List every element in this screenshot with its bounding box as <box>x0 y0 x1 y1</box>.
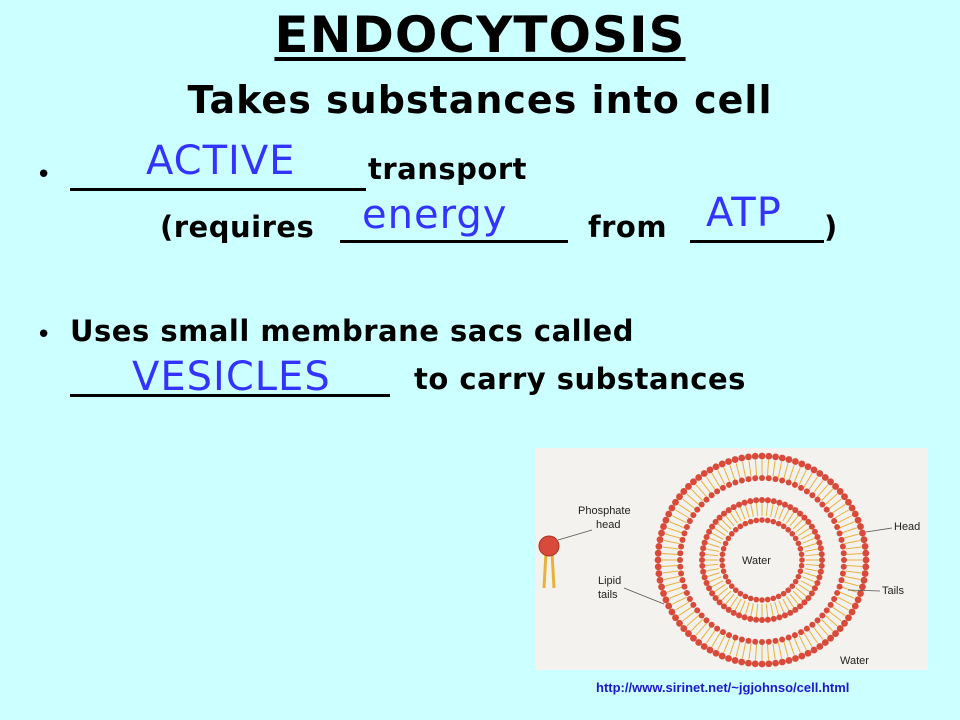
vesicle-svg: Phosphate head Lipid tails Water Water H… <box>538 452 920 668</box>
lipid-bilayer-ring <box>654 452 870 668</box>
label-tails-right: Tails <box>847 585 905 597</box>
answer-atp: ATP <box>706 190 782 236</box>
svg-text:Head: Head <box>894 521 920 533</box>
label-lipid: Lipid <box>598 575 621 587</box>
answer-active: ACTIVE <box>146 138 296 184</box>
vesicle-diagram: Phosphate head Lipid tails Water Water H… <box>536 448 928 670</box>
label-phosphate: Phosphate <box>578 505 631 517</box>
slide-subtitle: Takes substances into cell <box>187 78 773 122</box>
blank-atp <box>690 240 824 243</box>
carry-text: to carry substances <box>414 362 746 396</box>
from-text: from <box>588 210 668 244</box>
blank-active <box>70 188 366 191</box>
label-water-outer: Water <box>840 655 869 667</box>
source-url[interactable]: http://www.sirinet.net/~jgjohnso/cell.ht… <box>596 680 850 695</box>
label-tails-left: tails <box>598 589 618 601</box>
uses-sacs-text: Uses small membrane sacs called <box>70 314 634 348</box>
answer-energy: energy <box>362 192 508 238</box>
label-head-right: Head <box>865 521 920 533</box>
slide-title: ENDOCYTOSIS <box>274 6 686 64</box>
requires-text: (requires <box>160 210 315 244</box>
blank-vesicles <box>70 394 390 397</box>
label-head-left: head <box>596 519 620 531</box>
bullet-marker-2: • <box>36 320 52 350</box>
svg-text:Tails: Tails <box>882 585 905 597</box>
transport-text: transport <box>368 152 527 186</box>
single-phospholipid-icon <box>538 535 560 589</box>
bullet-marker-1: • <box>36 160 52 190</box>
label-water-inner: Water <box>742 555 771 567</box>
label-phosphate-head: Phosphate head <box>557 505 631 541</box>
answer-vesicles: VESICLES <box>132 354 331 400</box>
label-lipid-tails: Lipid tails <box>598 575 665 605</box>
blank-energy <box>340 240 568 243</box>
close-paren: ) <box>824 210 838 244</box>
